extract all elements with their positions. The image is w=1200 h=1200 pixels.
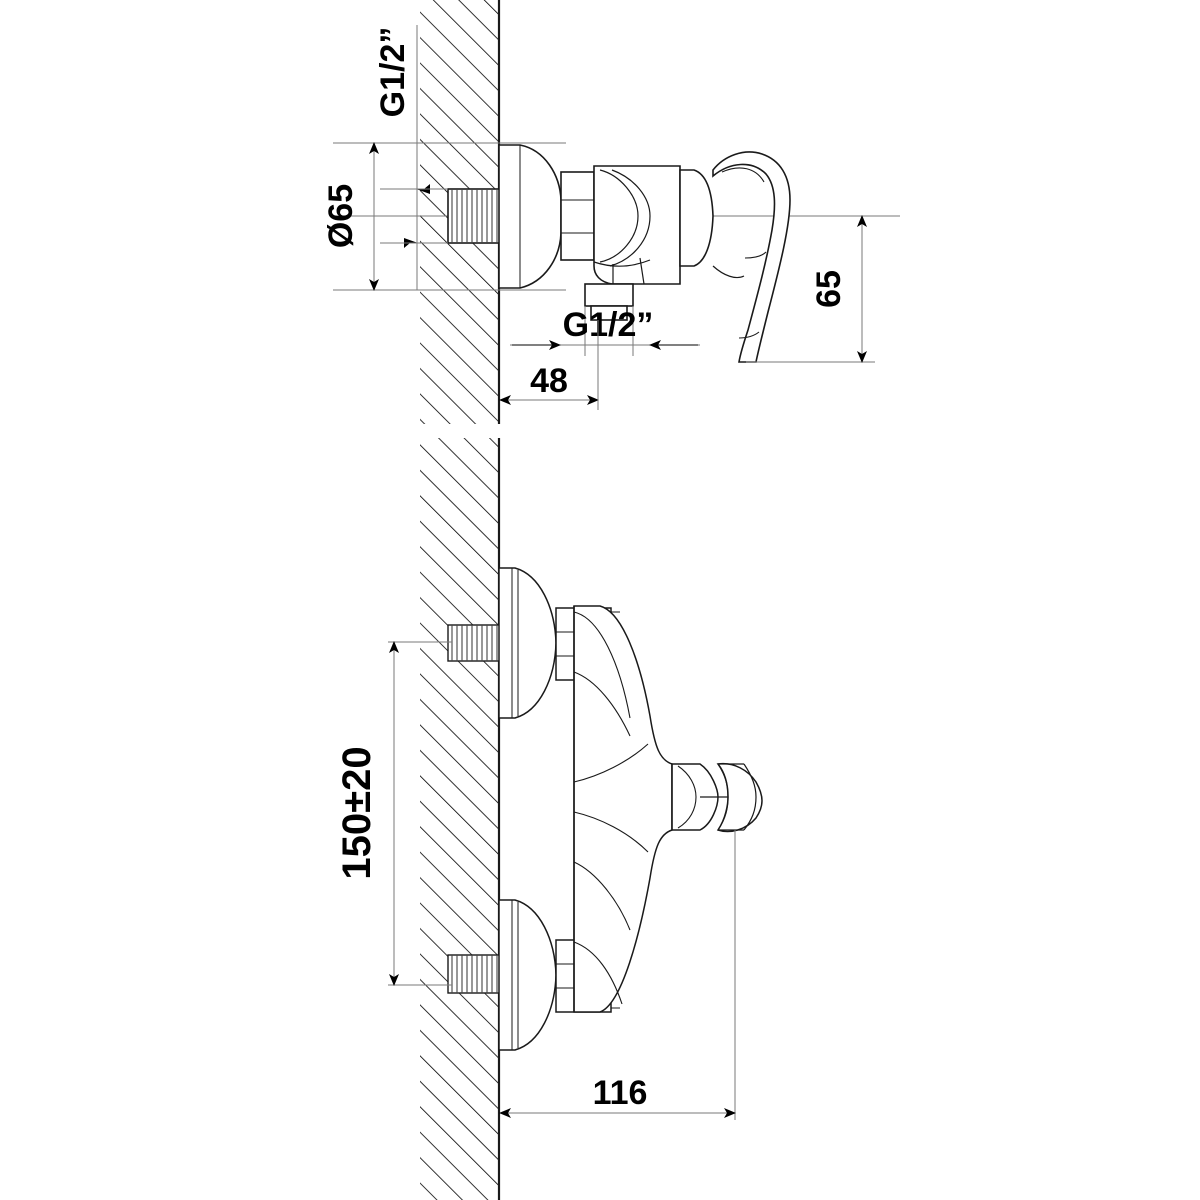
mixer-body-upper (593, 165, 681, 285)
dimension-thread-outlet: G1/2” (510, 306, 700, 356)
wall-section-lower (420, 438, 501, 1200)
lever-knob-center-arc (743, 763, 757, 831)
mixer-inner-curve-2 (609, 169, 651, 267)
mixer-relief-2 (573, 671, 631, 737)
lever-detail-3 (738, 331, 760, 339)
dimension-65: 65 (746, 215, 875, 363)
escutcheon-dome-outline (498, 144, 562, 289)
wall-inlet-thread-bottom-lower (447, 954, 501, 994)
mixer-relief-4 (573, 811, 649, 853)
dim116-label: 116 (593, 1074, 648, 1112)
mixer-body-front-outline (573, 605, 673, 1013)
lever-handle-outline (712, 151, 791, 363)
dim65-label: 65 (810, 270, 848, 308)
thread-outlet-label: G1/2” (563, 306, 654, 344)
outlet-thread-upper (590, 305, 628, 321)
dimension-dia65: Ø65 (322, 142, 566, 291)
mixer-relief-5 (573, 861, 631, 931)
dimension-116: 116 (499, 830, 736, 1120)
lever-handle-upper (712, 151, 791, 363)
handle-hub-upper (679, 169, 714, 267)
thread-top-label: G1/2” (374, 27, 412, 118)
hex-nut-upper (560, 171, 595, 261)
dimension-150: 150±20 (335, 641, 452, 986)
lever-detail-2 (744, 251, 767, 259)
escutcheon-cover-bottom-lower (498, 899, 557, 1051)
wall-inlet-thread-top-lower (447, 624, 501, 662)
hex-nut-body-upper (560, 171, 595, 261)
dia65-label: Ø65 (322, 184, 360, 248)
thread-crests-upper (451, 189, 498, 243)
handle-hub-outline (679, 169, 714, 267)
escutcheon-dome-top-outline (498, 567, 557, 719)
mixer-relief-6 (573, 941, 623, 1005)
dim48-label: 48 (530, 362, 568, 400)
outlet-spigot-upper (584, 283, 634, 321)
handle-hub-inner-arc (677, 765, 697, 829)
top-view-group: Ø65 G1/2” G1/2” (322, 0, 900, 424)
bottom-view-group: 150±20 116 (335, 438, 763, 1200)
thread-crests-inlet-bottom (451, 955, 498, 993)
wall-inlet-thread-upper (447, 188, 501, 244)
escutcheon-dome-bottom-outline (498, 899, 557, 1051)
escutcheon-cover-top-lower (498, 567, 557, 719)
escutcheon-cover-upper (498, 144, 562, 289)
lever-detail-4 (712, 265, 745, 279)
lever-knob-lower (700, 762, 763, 833)
mixer-relief-1 (573, 611, 631, 719)
dimension-thread-top: G1/2” (374, 25, 448, 290)
mixer-body-lower (573, 605, 673, 1013)
wall-hatch-fill-lower (420, 438, 500, 1200)
thread-crests-inlet-top (451, 625, 498, 661)
lever-detail-1 (721, 167, 765, 183)
mixer-inner-curve-1 (599, 169, 639, 263)
mixer-relief-3 (573, 743, 649, 783)
dim150-label: 150±20 (335, 746, 379, 879)
outlet-collar-upper (584, 283, 634, 307)
dimension-48: 48 (499, 320, 599, 410)
mixer-inner-curve-3 (593, 259, 651, 267)
